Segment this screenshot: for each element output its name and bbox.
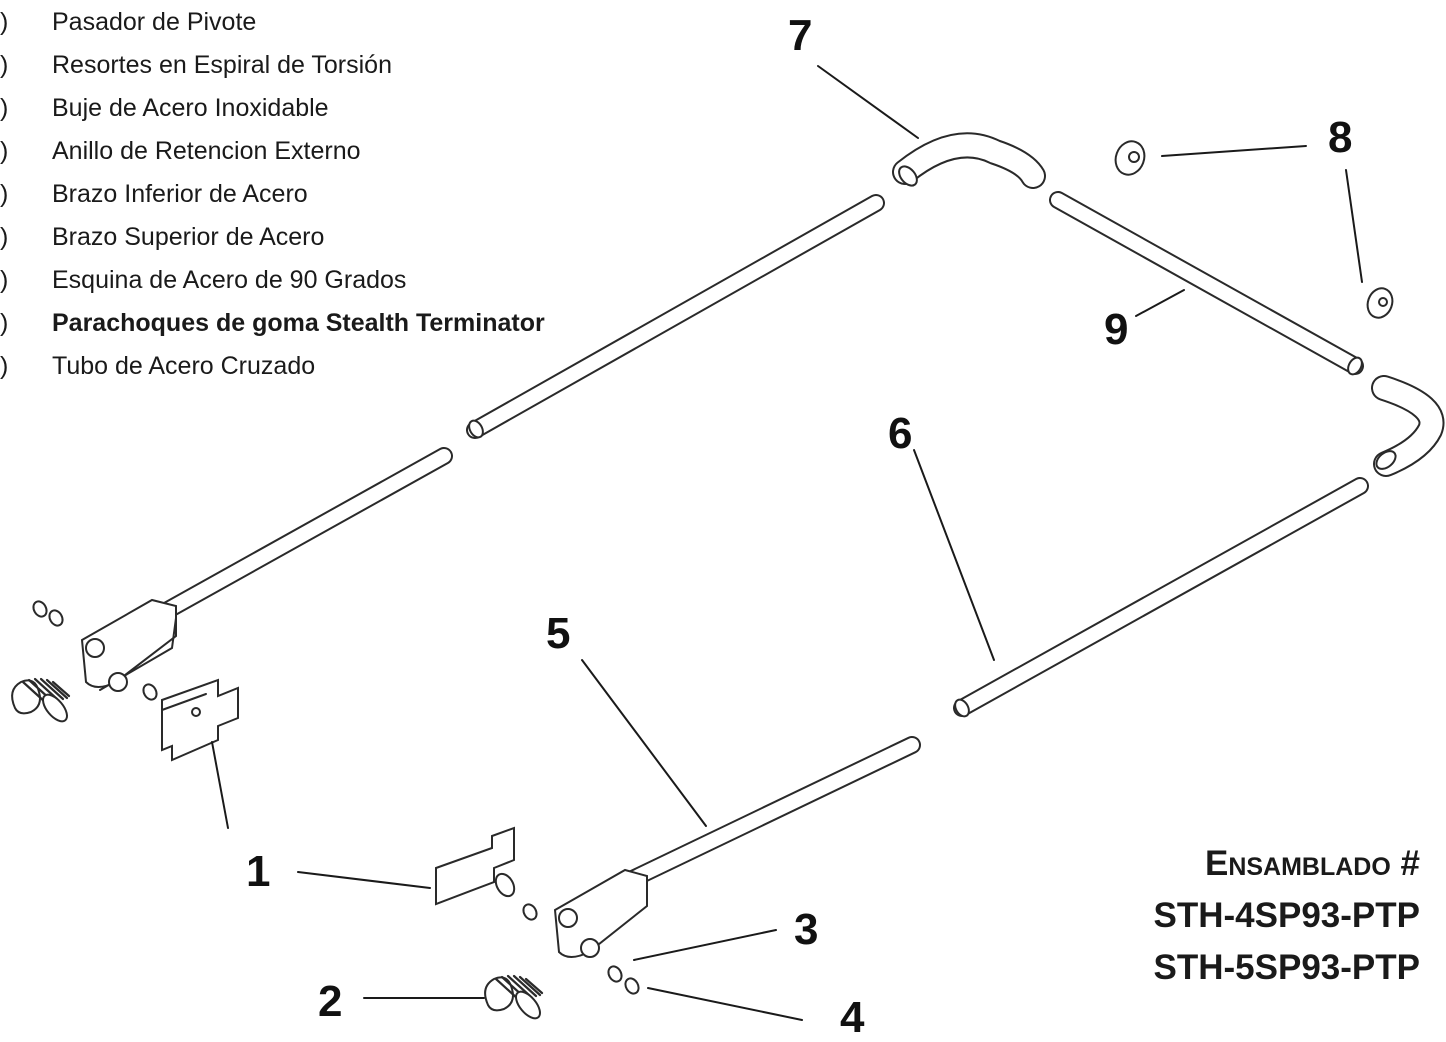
callout-8: 8 <box>1328 113 1353 162</box>
washer-icon <box>607 965 623 983</box>
washer-icon <box>522 903 538 921</box>
assembly-block: Ensamblado # STH-4SP93-PTP STH-5SP93-PTP <box>1154 838 1420 994</box>
corner-elbow-icon <box>1371 375 1445 477</box>
legend-label: Resortes en Espiral de Torsión <box>52 51 392 79</box>
washer-icon <box>32 600 48 618</box>
assembly-title: Ensamblado # <box>1204 844 1420 883</box>
left-lower-arm <box>80 447 453 692</box>
torsion-spring-icon <box>483 974 546 1024</box>
assembly-model: STH-5SP93-PTP <box>1153 948 1420 987</box>
legend-label: Parachoques de goma Stealth Terminator <box>52 309 545 337</box>
legend-label: Esquina de Acero de 90 Grados <box>52 266 407 294</box>
cross-tube <box>1049 191 1364 376</box>
legend-label: Anillo de Retencion Externo <box>52 137 361 165</box>
legend-label: Buje de Acero Inoxidable <box>52 94 329 122</box>
callout-9: 9 <box>1104 305 1129 354</box>
pivot-pin-bracket-icon <box>435 826 516 906</box>
upper-arm-tube <box>466 194 885 439</box>
torsion-spring-icon <box>10 677 73 727</box>
washer-icon <box>624 977 640 995</box>
callout-3: 3 <box>794 905 819 954</box>
callout-1: 1 <box>246 847 271 896</box>
lower-arm-right <box>553 736 921 958</box>
assembly-model: STH-4SP93-PTP <box>1153 896 1420 935</box>
washer-icon <box>48 609 64 627</box>
rubber-bumper-icon <box>1114 140 1146 176</box>
callout-7: 7 <box>788 11 813 60</box>
callout-6: 6 <box>888 409 913 458</box>
rubber-bumper-icon <box>1366 287 1394 319</box>
corner-elbow-icon <box>892 132 1046 189</box>
washer-icon <box>142 683 158 701</box>
callout-5: 5 <box>546 609 571 658</box>
callout-2: 2 <box>318 977 343 1026</box>
pivot-pin-bracket-icon <box>161 678 239 762</box>
legend-label: Brazo Superior de Acero <box>52 223 325 251</box>
upper-arm-tube-right <box>953 477 1369 718</box>
leader-lines <box>211 65 1363 1021</box>
legend-label: Pasador de Pivote <box>52 8 257 36</box>
legend-label: Brazo Inferior de Acero <box>52 180 308 208</box>
callout-4: 4 <box>840 993 865 1042</box>
legend-label: Tubo de Acero Cruzado <box>52 352 316 380</box>
